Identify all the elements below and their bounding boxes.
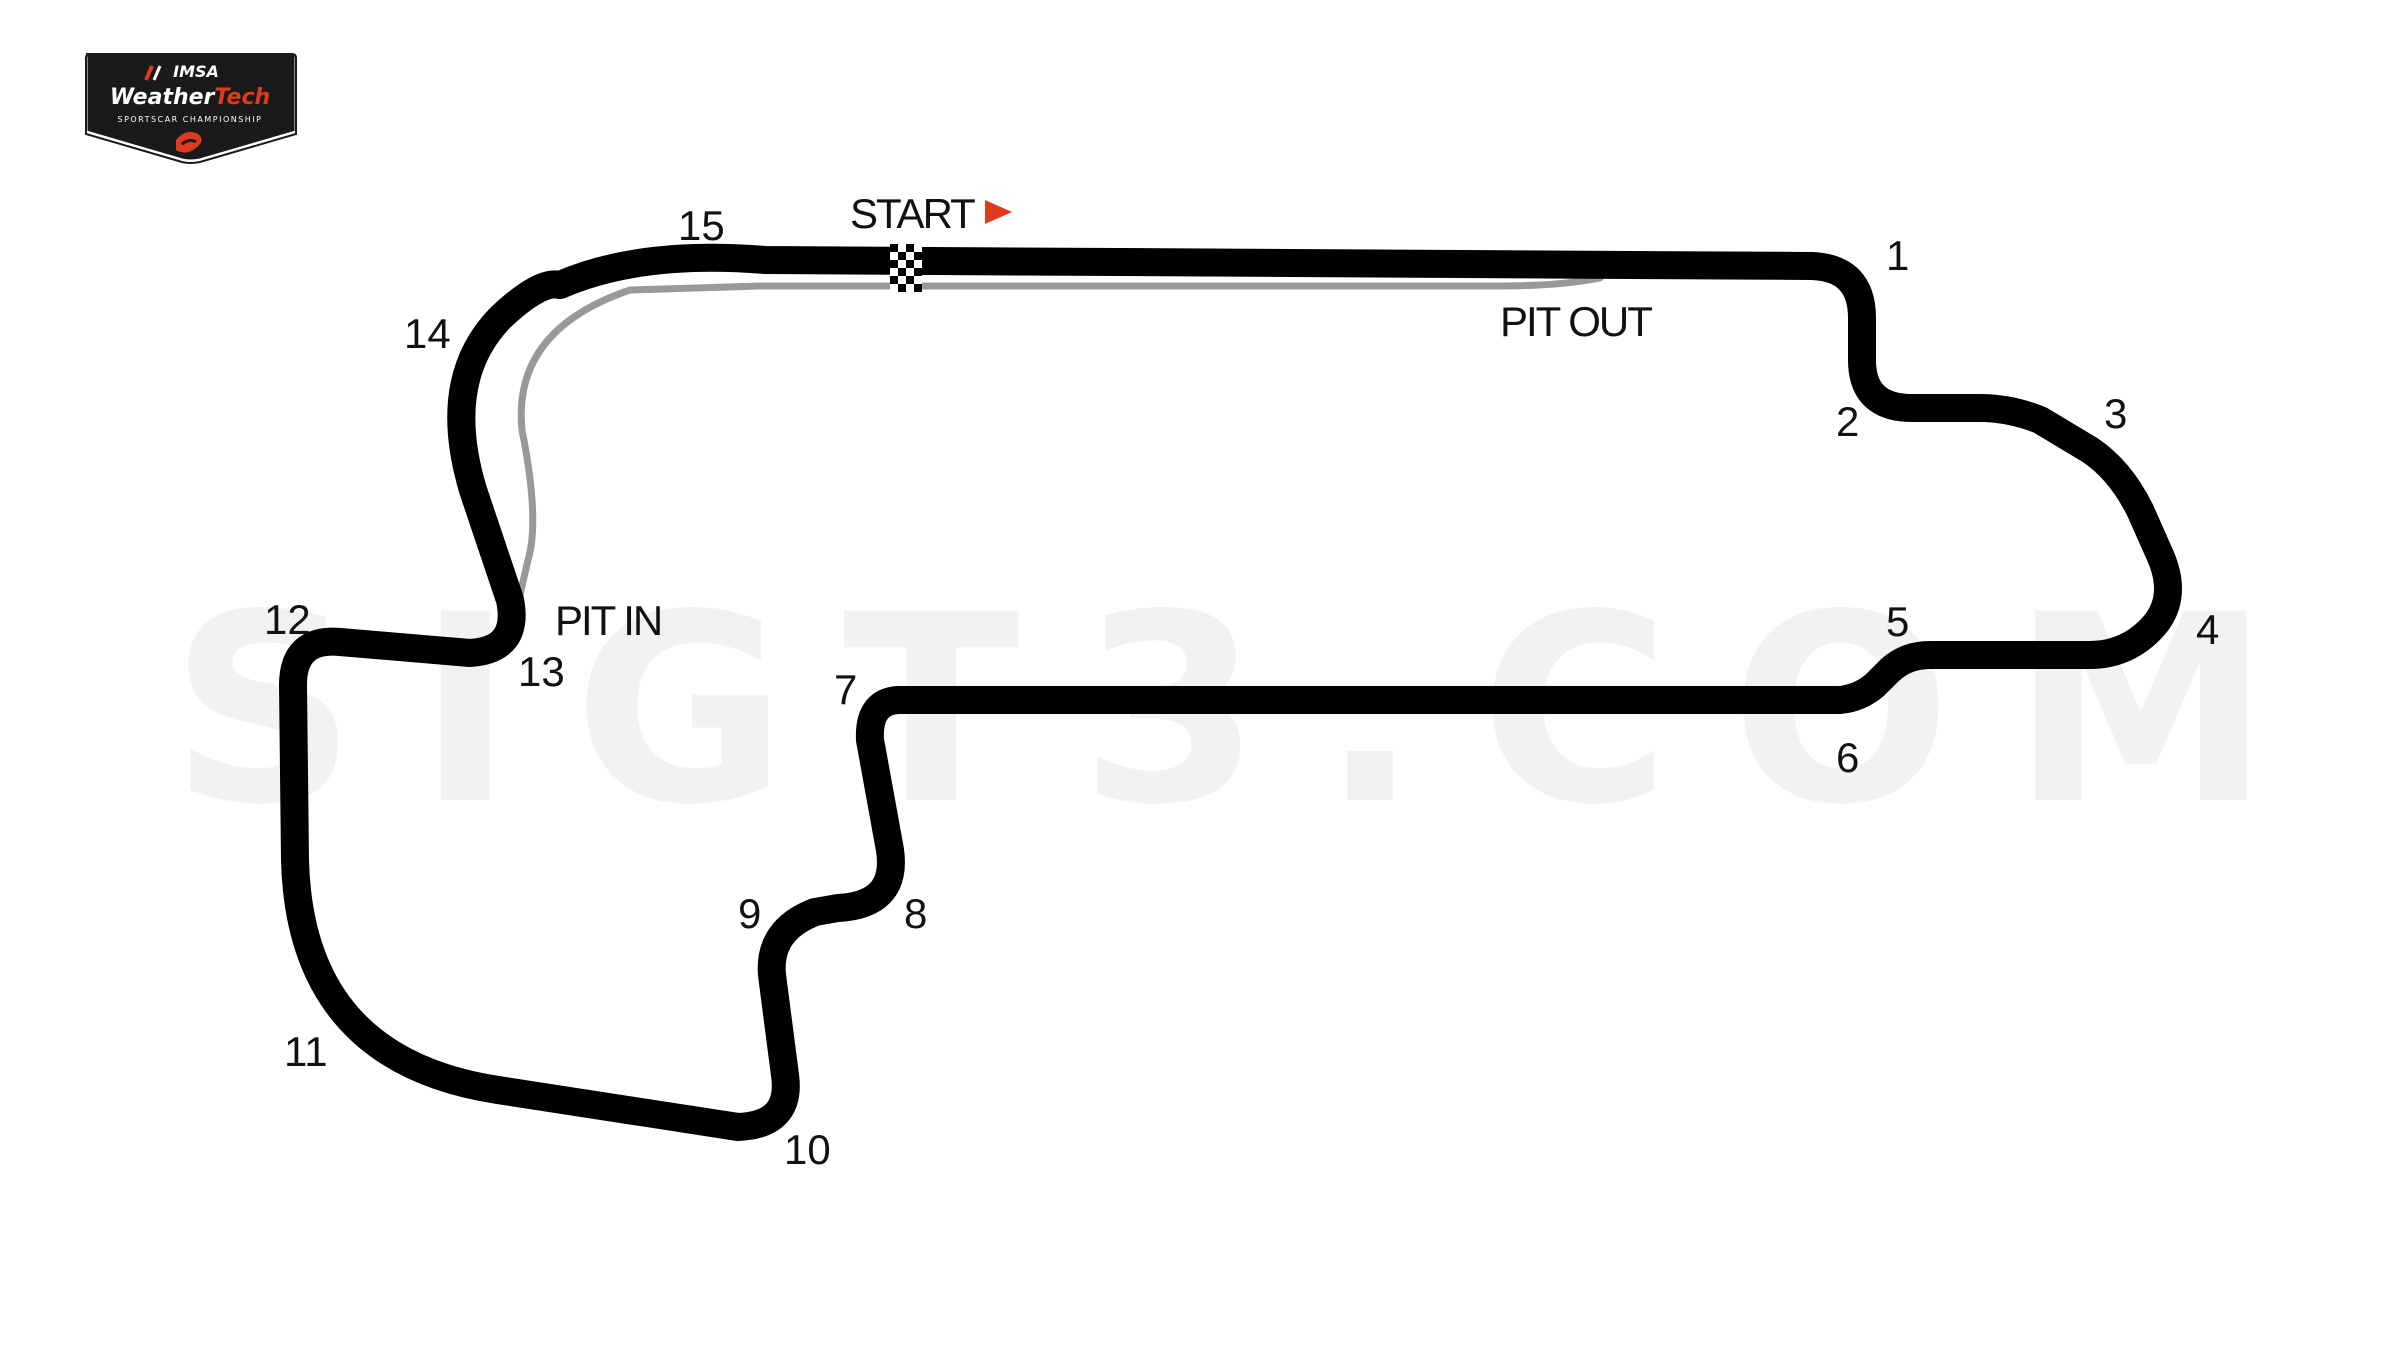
turn-10-label: 10 (784, 1126, 831, 1173)
checker-square (906, 276, 914, 284)
start-line-checkered-icon (890, 244, 922, 292)
turn-2-label: 2 (1836, 398, 1859, 445)
checker-square (906, 260, 914, 268)
logo-brand-text: WeatherTech (110, 85, 270, 110)
imsa-weathertech-logo: IMSA WeatherTech SPORTSCAR CHAMPIONSHIP (84, 50, 298, 164)
checker-square (890, 260, 898, 268)
turn-14-label: 14 (404, 310, 451, 357)
logo-brand-tech: Tech (214, 85, 270, 110)
pit-out-label: PIT OUT (1500, 298, 1652, 345)
logo-brand-weather: Weather (110, 85, 216, 110)
checker-square (906, 244, 914, 252)
turn-8-label: 8 (904, 890, 927, 937)
turn-9-label: 9 (738, 890, 761, 937)
start-label: START (850, 190, 975, 237)
checker-square (890, 244, 898, 252)
turn-6-label: 6 (1836, 734, 1859, 781)
checker-square (914, 252, 922, 260)
checker-square (898, 284, 906, 292)
checker-square (898, 268, 906, 276)
checker-square (914, 284, 922, 292)
turn-7-label: 7 (834, 666, 857, 713)
checker-square (914, 268, 922, 276)
checker-square (890, 276, 898, 284)
turn-3-label: 3 (2104, 390, 2127, 437)
turn-12-label: 12 (264, 596, 311, 643)
logo-org-text: IMSA (173, 62, 219, 81)
turn-13-label: 13 (518, 648, 565, 695)
turn-1-label: 1 (1886, 232, 1909, 279)
logo-subtitle: SPORTSCAR CHAMPIONSHIP (117, 115, 262, 124)
turn-11-label: 11 (284, 1028, 328, 1075)
logo-emblem-icon (176, 132, 202, 153)
turn-4-label: 4 (2196, 606, 2219, 653)
pit-lane-path (516, 274, 1604, 599)
start-arrow-icon (985, 200, 1012, 224)
race-track-path (279, 243, 2182, 1141)
turn-15-label: 15 (678, 202, 725, 249)
checker-square (898, 252, 906, 260)
pit-in-label: PIT IN (555, 597, 661, 644)
turn-5-label: 5 (1886, 598, 1909, 645)
